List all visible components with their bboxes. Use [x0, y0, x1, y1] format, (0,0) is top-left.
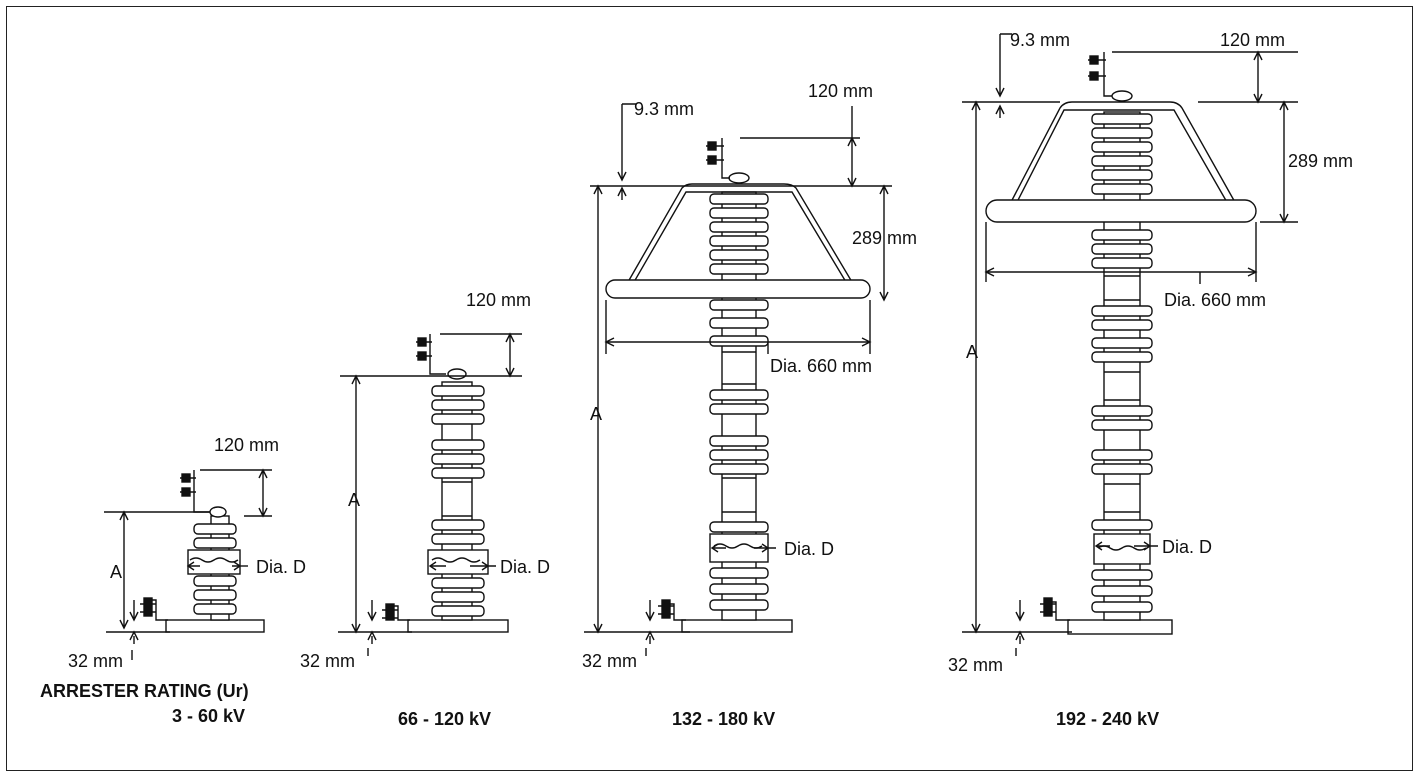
height-label: A	[966, 342, 978, 362]
height-label: A	[110, 562, 122, 582]
top-dim-label: 120 mm	[808, 81, 873, 101]
rating-label: 192 - 240 kV	[1056, 709, 1159, 729]
rating-heading: ARRESTER RATING (Ur)	[40, 681, 249, 701]
ring-dia-label: Dia. 660 mm	[1164, 290, 1266, 310]
base-dim-label: 32 mm	[582, 651, 637, 671]
base-dim-label: 32 mm	[948, 655, 1003, 675]
height-label: A	[590, 404, 602, 424]
ring-dia-label: Dia. 660 mm	[770, 356, 872, 376]
offset-dim-label: 9.3 mm	[1010, 30, 1070, 50]
rating-label: 3 - 60 kV	[172, 706, 245, 726]
arrester-sheds	[431, 385, 485, 617]
rating-label: 66 - 120 kV	[398, 709, 491, 729]
ring-height-label: 289 mm	[1288, 151, 1353, 171]
base-dim-label: 32 mm	[300, 651, 355, 671]
dia-d-label: Dia. D	[1162, 537, 1212, 557]
arrester-sheds	[709, 193, 769, 611]
rating-label: 132 - 180 kV	[672, 709, 775, 729]
dia-d-label: Dia. D	[784, 539, 834, 559]
ring-height-label: 289 mm	[852, 228, 917, 248]
diagram-frame	[6, 6, 1413, 771]
arrester-192-240kv	[962, 33, 1298, 656]
top-dim-label: 120 mm	[1220, 30, 1285, 50]
arrester-3-60kv	[104, 468, 272, 660]
top-dim-label: 120 mm	[466, 290, 531, 310]
dia-d-label: Dia. D	[500, 557, 550, 577]
arrester-sheds	[1091, 113, 1153, 613]
arrester-66-120kv	[338, 332, 522, 656]
offset-dim-label: 9.3 mm	[634, 99, 694, 119]
top-dim-label: 120 mm	[214, 435, 279, 455]
arrester-sheds	[193, 523, 237, 615]
base-dim-label: 32 mm	[68, 651, 123, 671]
dia-d-label: Dia. D	[256, 557, 306, 577]
arrester-132-180kv	[584, 103, 892, 656]
height-label: A	[348, 490, 360, 510]
